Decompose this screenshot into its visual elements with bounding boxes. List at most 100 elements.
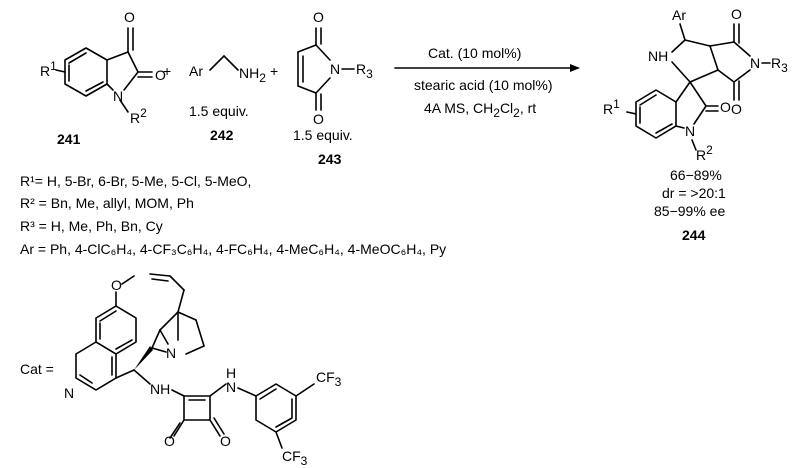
bond xyxy=(106,83,114,91)
double-bond xyxy=(655,123,673,134)
atom-H: H xyxy=(226,365,236,381)
atom-O: O xyxy=(111,277,122,293)
bond xyxy=(177,311,197,321)
double-bond xyxy=(68,52,87,64)
group-CF3: CF3 xyxy=(282,448,308,468)
plus-sign: + xyxy=(163,63,171,79)
group-Ar: Ar xyxy=(189,63,203,79)
wedge-bond xyxy=(570,64,580,72)
bond xyxy=(209,419,221,437)
bond xyxy=(693,105,707,125)
atom-O: O xyxy=(220,433,231,449)
ar-definitions: Ar = Ph, 4-ClC₆H₄, 4-CF₃C₆H₄, 4-FC₆H₄, 4… xyxy=(20,241,446,257)
r3-definitions: R³ = H, Me, Ph, Bn, Cy xyxy=(20,218,163,234)
catalyst-structure: Cat = N O N NH xyxy=(20,273,342,468)
atom-O: O xyxy=(164,433,175,449)
bond xyxy=(675,81,691,103)
bond xyxy=(733,41,751,57)
bond xyxy=(213,417,225,435)
bond xyxy=(106,51,129,61)
bond xyxy=(626,111,637,115)
enantiomeric-excess: 85−99% ee xyxy=(654,203,725,219)
atom-O: O xyxy=(313,111,324,127)
quinoline-pyridine-ring xyxy=(75,341,117,391)
double-bond xyxy=(79,374,93,384)
bond xyxy=(315,44,331,61)
bond xyxy=(297,85,317,94)
bond xyxy=(717,69,735,83)
condition-solvent: 4A MS, CH2Cl2, rt xyxy=(424,100,536,120)
atom-O: O xyxy=(124,9,135,25)
benzene-ring xyxy=(635,89,677,139)
atom-N: N xyxy=(685,123,695,139)
reaction-arrow: Cat. (10 mol%) stearic acid (10 mol%) 4A… xyxy=(394,45,580,120)
double-bond xyxy=(275,417,293,428)
bond xyxy=(209,383,227,397)
bond xyxy=(195,319,205,347)
group-NH2: NH2 xyxy=(239,65,266,85)
quinoline-benzo-ring xyxy=(95,305,137,355)
bond xyxy=(684,39,711,47)
bond xyxy=(209,55,225,71)
bond xyxy=(709,45,719,71)
group-Ar: Ar xyxy=(672,7,686,23)
double-bond xyxy=(99,310,117,322)
bond xyxy=(237,387,257,397)
bond xyxy=(275,431,283,449)
substituent-R2: R2 xyxy=(696,143,713,163)
substituent-list: R¹= H, 5-Br, 6-Br, 5-Me, 5-Cl, 5-MeO, R²… xyxy=(20,173,446,257)
bond xyxy=(55,69,66,73)
bond xyxy=(169,275,185,291)
bond xyxy=(151,329,161,349)
plus-sign: + xyxy=(270,63,278,79)
atom-NH: NH xyxy=(648,48,668,64)
bond xyxy=(295,383,315,397)
bond xyxy=(733,69,751,83)
bond xyxy=(171,389,185,397)
double-bond xyxy=(85,81,104,92)
atom-N: N xyxy=(166,345,176,361)
atom-N: N xyxy=(330,61,340,77)
diastereomeric-ratio: dr = >20:1 xyxy=(662,185,726,201)
compound-244: Ar NH O O N R3 O N R2 xyxy=(603,6,788,243)
compound-label: 242 xyxy=(210,127,234,143)
substituent-R3: R3 xyxy=(356,61,373,81)
atom-O: O xyxy=(731,6,742,22)
bond xyxy=(177,289,185,313)
bond xyxy=(679,23,686,41)
bond xyxy=(315,77,331,94)
bond xyxy=(115,369,135,379)
equiv-text: 1.5 equiv. xyxy=(293,127,353,143)
bond xyxy=(675,125,685,129)
bond xyxy=(159,329,169,345)
benzene-ring xyxy=(64,47,108,97)
condition-catalyst: Cat. (10 mol%) xyxy=(428,45,521,61)
substituent-R2: R2 xyxy=(130,106,147,126)
bond xyxy=(119,99,129,113)
atom-O: O xyxy=(720,99,731,115)
bond xyxy=(127,51,139,73)
bond xyxy=(691,139,697,151)
condition-additive: stearic acid (10 mol%) xyxy=(414,77,553,93)
yield-range: 66−89% xyxy=(670,167,722,183)
substituent-R1: R1 xyxy=(603,97,620,117)
group-CF3: CF3 xyxy=(316,369,342,389)
equiv-text: 1.5 equiv. xyxy=(189,103,249,119)
bond xyxy=(671,61,691,83)
r2-definitions: R² = Bn, Me, allyl, MOM, Ph xyxy=(20,195,194,211)
atom-NH: NH xyxy=(150,381,170,397)
r1-definitions: R¹= H, 5-Br, 6-Br, 5-Me, 5-Cl, 5-MeO, xyxy=(20,173,251,189)
compound-242: Ar NH2 1.5 equiv. 242 xyxy=(189,55,266,143)
atom-O: O xyxy=(313,9,324,25)
bond xyxy=(297,44,317,53)
substituent-R1: R1 xyxy=(40,59,57,79)
bond xyxy=(173,419,185,437)
bond xyxy=(151,278,169,282)
compound-241: O O N R2 R1 241 xyxy=(40,9,166,147)
compound-label: 244 xyxy=(682,227,706,243)
atom-N: N xyxy=(113,88,123,104)
bond xyxy=(133,369,151,385)
bond xyxy=(185,345,205,355)
wedge-bond xyxy=(134,346,153,370)
